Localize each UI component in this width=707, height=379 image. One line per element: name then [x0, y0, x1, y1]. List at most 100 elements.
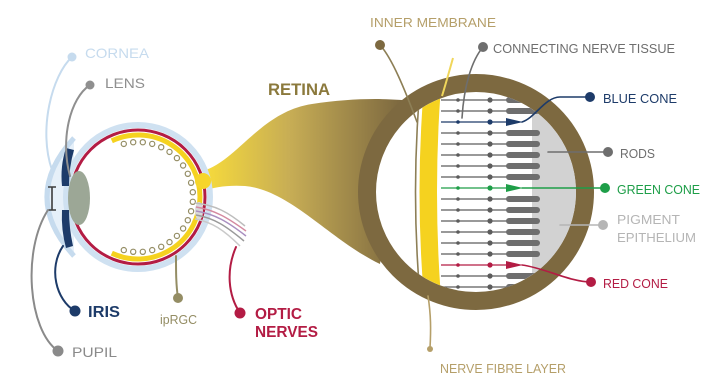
rod-segment	[506, 229, 540, 235]
iprgc-cell-dot	[121, 248, 126, 253]
iprgc-cell-dot	[150, 141, 155, 146]
rod-bipolar-body	[487, 196, 492, 201]
rod-segment	[506, 163, 540, 169]
iprgc-cell-dot	[190, 190, 195, 195]
rod-bipolar-body	[487, 141, 492, 146]
retina-detail	[367, 58, 602, 310]
lens-shape	[68, 171, 90, 225]
iprgc-cell-dot	[167, 240, 172, 245]
rod-ganglion-body	[456, 241, 460, 245]
blue-cone-bipolar-body	[487, 119, 492, 124]
rod-bipolar-body	[487, 97, 492, 102]
rod-segment	[506, 240, 540, 246]
connecting-nerve-tissue-callout-dot	[478, 42, 488, 52]
cornea-callout-dot	[68, 53, 77, 62]
iprgc-cell-dot	[185, 218, 190, 223]
rod-ganglion-body	[456, 98, 460, 102]
pupil-callout-dot	[53, 346, 64, 357]
optic-nerves-label-line1: OPTIC	[255, 306, 302, 323]
iprgc-cell-dot	[159, 244, 164, 249]
blue-cone-ganglion-body	[456, 120, 460, 124]
connecting-nerve-tissue-label: CONNECTING NERVE TISSUE	[493, 41, 675, 56]
rods-callout-dot	[603, 147, 613, 157]
iprgc-cell-dot	[131, 249, 136, 254]
rod-ganglion-body	[456, 142, 460, 146]
optic-nerves-label-line2: NERVES	[255, 324, 318, 341]
rod-bipolar-body	[487, 207, 492, 212]
rod-ganglion-body	[456, 109, 460, 113]
rod-ganglion-body	[456, 252, 460, 256]
red-cone-bipolar-body	[487, 262, 492, 267]
eye	[47, 125, 246, 269]
cornea-label: CORNEA	[85, 45, 150, 61]
iprgc-cell-dot	[150, 248, 155, 253]
rod-segment	[506, 130, 540, 136]
iprgc-cell-dot	[185, 171, 190, 176]
iprgc-callout-line	[176, 256, 178, 298]
iris-callout-dot	[70, 306, 81, 317]
rod-bipolar-body	[487, 108, 492, 113]
rod-bipolar-body	[487, 273, 492, 278]
rod-bipolar-body	[487, 130, 492, 135]
iprgc-cell-dot	[159, 145, 164, 150]
blue-cone-callout-dot	[585, 92, 595, 102]
iprgc-cell-dot	[181, 163, 186, 168]
rod-ganglion-body	[456, 153, 460, 157]
red-cone-callout-dot	[586, 277, 596, 287]
iprgc-label: ipRGC	[160, 312, 197, 327]
green-cone-label: GREEN CONE	[617, 182, 700, 197]
iprgc-cell-dot	[189, 209, 194, 214]
optic-nerves-callout-line	[230, 247, 240, 313]
inner-membrane-callout-dot	[375, 40, 385, 50]
retina-spot	[195, 173, 211, 189]
iprgc-cell-dot	[181, 226, 186, 231]
green-cone-callout-dot	[600, 183, 610, 193]
iprgc-cell-dot	[167, 149, 172, 154]
rod-bipolar-body	[487, 174, 492, 179]
rod-bipolar-body	[487, 152, 492, 157]
rod-ganglion-body	[456, 208, 460, 212]
rod-bipolar-body	[487, 240, 492, 245]
optic-nerves-callout-dot	[235, 308, 246, 319]
iprgc-cell-dot	[189, 180, 194, 185]
green-cone-bipolar-body	[487, 185, 492, 190]
iprgc-cell-dot	[131, 140, 136, 145]
iprgc-cell-dot	[174, 233, 179, 238]
nerve-fibre-layer-callout-dot	[427, 346, 433, 352]
green-cone-ganglion-body	[456, 186, 460, 190]
rods-label: RODS	[620, 146, 655, 161]
rod-segment	[506, 141, 540, 147]
iprgc-cell-dot	[190, 199, 195, 204]
rod-segment	[506, 218, 540, 224]
nerve-fibre-layer-label: NERVE FIBRE LAYER	[440, 361, 566, 376]
rod-bipolar-body	[487, 284, 492, 289]
pigment-epithelium-label-line2: EPITHELIUM	[617, 230, 696, 245]
rod-ganglion-body	[456, 175, 460, 179]
rod-segment	[506, 196, 540, 202]
rod-ganglion-body	[456, 219, 460, 223]
rod-ganglion-body	[456, 131, 460, 135]
rod-segment	[506, 152, 540, 158]
rod-ganglion-body	[456, 164, 460, 168]
iprgc-cell-dot	[140, 140, 145, 145]
rod-bipolar-body	[487, 251, 492, 256]
red-cone-ganglion-body	[456, 263, 460, 267]
rod-bipolar-body	[487, 218, 492, 223]
iprgc-cell-dot	[174, 156, 179, 161]
iris-label: IRIS	[88, 304, 120, 321]
inner-membrane-label: INNER MEMBRANE	[370, 15, 496, 30]
rod-ganglion-body	[456, 285, 460, 289]
red-cone-label: RED CONE	[603, 276, 668, 291]
rod-segment	[506, 251, 540, 257]
rod-bipolar-body	[487, 163, 492, 168]
rod-ganglion-body	[456, 274, 460, 278]
iprgc-cell-dot	[140, 249, 145, 254]
rod-bipolar-body	[487, 229, 492, 234]
rod-segment	[506, 207, 540, 213]
rod-segment	[506, 174, 540, 180]
rod-ganglion-body	[456, 230, 460, 234]
lens-callout-dot	[86, 81, 95, 90]
nerve-fibre-layer-callout-line	[428, 296, 431, 348]
optic-nerves-callout: OPTIC NERVES	[230, 247, 319, 341]
rod-ganglion-body	[456, 197, 460, 201]
